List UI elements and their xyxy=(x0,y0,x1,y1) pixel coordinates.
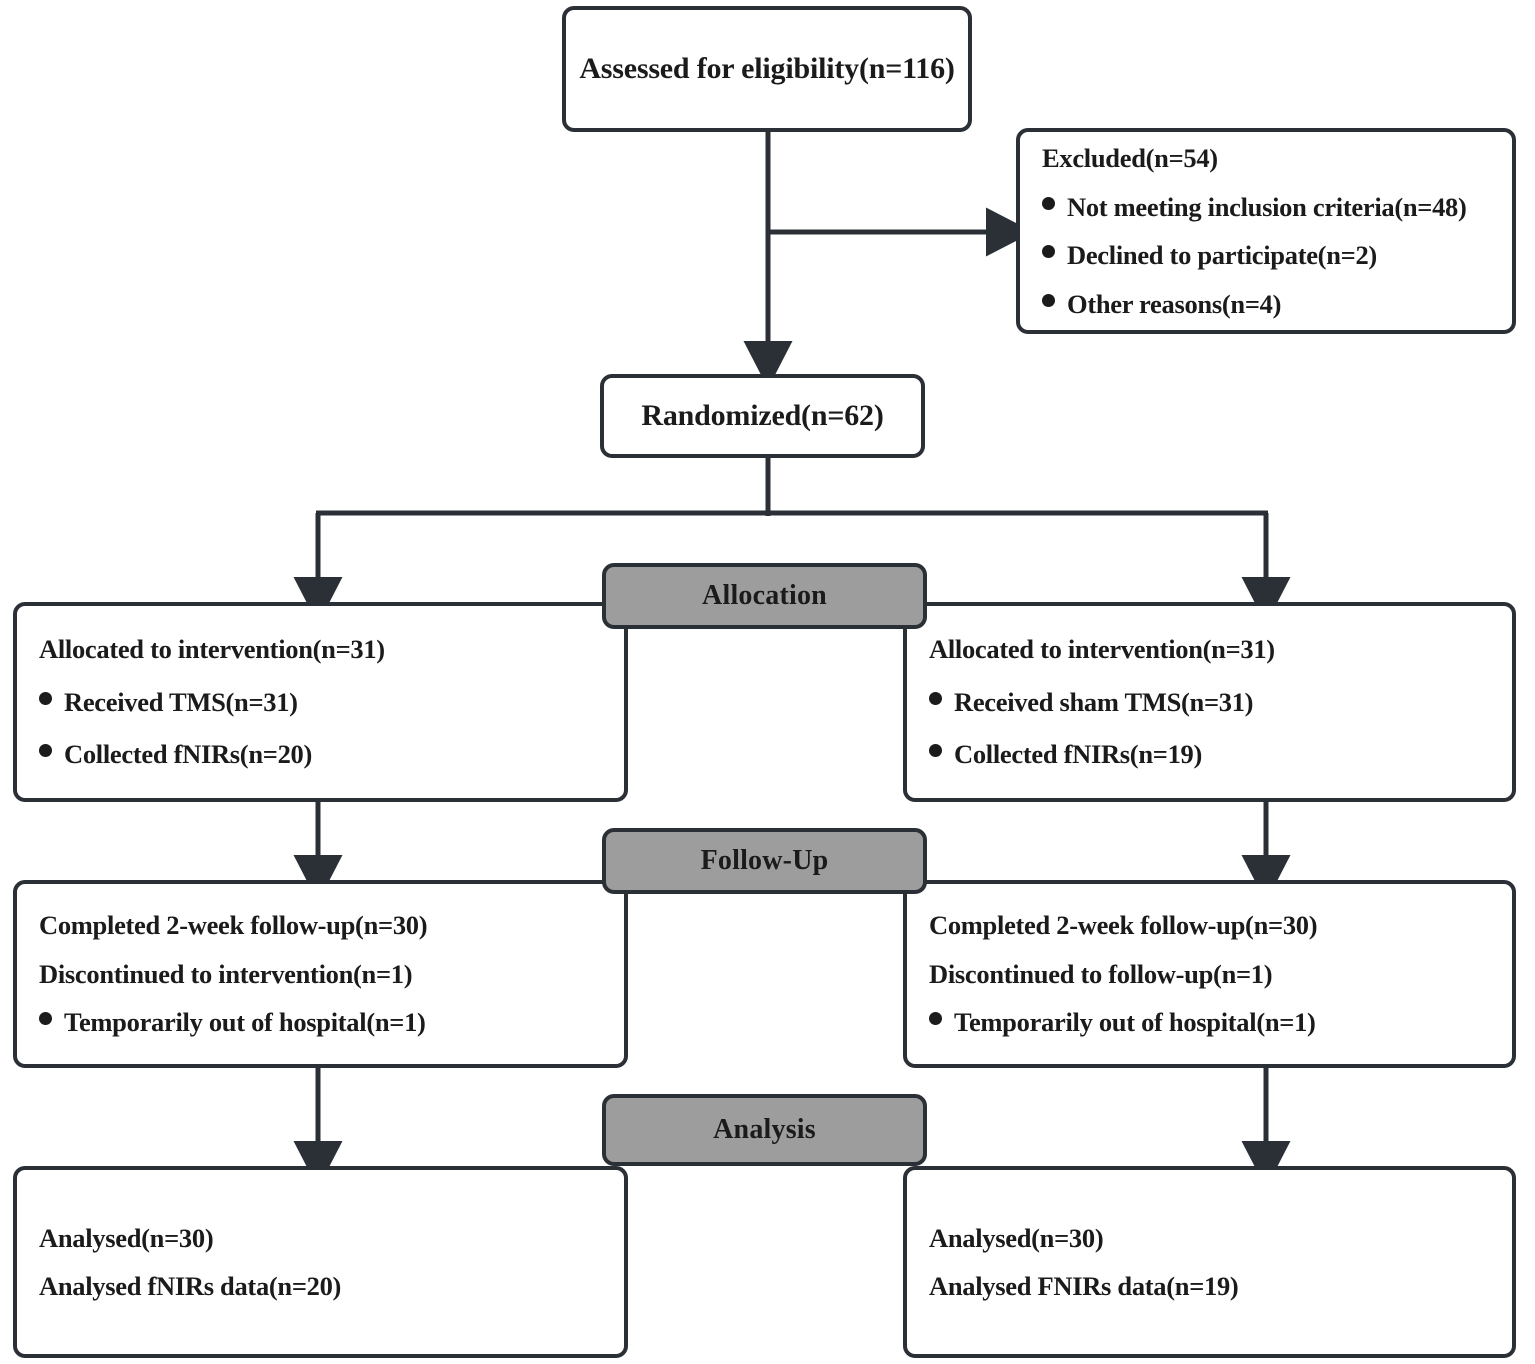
allocation-left-item: Collected fNIRs(n=20) xyxy=(17,741,624,768)
box-followup-right: Completed 2-week follow-up(n=30) Discont… xyxy=(903,880,1516,1068)
allocation-right-item: Collected fNIRs(n=19) xyxy=(907,741,1512,768)
followup-right-item-label: Temporarily out of hospital(n=1) xyxy=(954,1007,1316,1038)
allocation-left-item: Received TMS(n=31) xyxy=(17,689,624,716)
bullet-icon xyxy=(1042,245,1055,258)
excluded-reason-label: Not meeting inclusion criteria(n=48) xyxy=(1067,191,1467,222)
excluded-reason-item: Not meeting inclusion criteria(n=48) xyxy=(1020,191,1512,222)
excluded-reason-item: Other reasons(n=4) xyxy=(1020,288,1512,319)
excluded-title: Excluded(n=54) xyxy=(1042,143,1218,173)
analysis-right-line1: Analysed(n=30) xyxy=(929,1222,1104,1253)
box-assessed-for-eligibility: Assessed for eligibility(n=116) xyxy=(562,6,972,132)
excluded-reason-label: Other reasons(n=4) xyxy=(1067,288,1282,319)
box-allocation-left: Allocated to intervention(n=31) Received… xyxy=(13,602,628,802)
excluded-reason-label: Declined to participate(n=2) xyxy=(1067,240,1377,270)
bullet-icon xyxy=(929,691,942,705)
followup-right-line2: Discontinued to follow-up(n=1) xyxy=(929,958,1273,989)
excluded-reason-item: Declined to participate(n=2) xyxy=(1020,242,1512,269)
allocation-right-item: Received sham TMS(n=31) xyxy=(907,689,1512,716)
stage-band-analysis: Analysis xyxy=(602,1094,927,1166)
followup-left-item-label: Temporarily out of hospital(n=1) xyxy=(64,1007,426,1038)
allocation-left-title: Allocated to intervention(n=31) xyxy=(39,634,385,665)
bullet-icon xyxy=(929,744,942,758)
analysis-left-line1: Analysed(n=30) xyxy=(39,1222,214,1253)
allocation-right-item-label: Received sham TMS(n=31) xyxy=(954,686,1254,717)
stage-band-allocation: Allocation xyxy=(602,563,927,629)
bullet-icon xyxy=(929,1012,942,1026)
box-excluded: Excluded(n=54) Not meeting inclusion cri… xyxy=(1016,128,1516,334)
allocation-left-item-label: Received TMS(n=31) xyxy=(64,686,298,717)
stage-label-analysis: Analysis xyxy=(713,1114,816,1145)
bullet-icon xyxy=(39,691,52,705)
assessed-label: Assessed for eligibility(n=116) xyxy=(579,52,955,85)
allocation-left-item-label: Collected fNIRs(n=20) xyxy=(64,739,312,770)
stage-label-followup: Follow-Up xyxy=(700,845,829,876)
followup-left-line1: Completed 2-week follow-up(n=30) xyxy=(39,910,428,941)
bullet-icon xyxy=(39,1012,52,1026)
box-analysis-left: Analysed(n=30) Analysed fNIRs data(n=20) xyxy=(13,1166,628,1358)
box-followup-left: Completed 2-week follow-up(n=30) Discont… xyxy=(13,880,628,1068)
analysis-right-line2: Analysed FNIRs data(n=19) xyxy=(929,1271,1239,1301)
bullet-icon xyxy=(39,744,52,758)
followup-left-line2: Discontinued to intervention(n=1) xyxy=(39,958,413,989)
stage-band-followup: Follow-Up xyxy=(602,828,927,894)
box-allocation-right: Allocated to intervention(n=31) Received… xyxy=(903,602,1516,802)
stage-label-allocation: Allocation xyxy=(702,580,827,611)
box-randomized: Randomized(n=62) xyxy=(600,374,925,458)
followup-right-item: Temporarily out of hospital(n=1) xyxy=(907,1009,1512,1036)
bullet-icon xyxy=(1042,196,1055,210)
followup-right-line1: Completed 2-week follow-up(n=30) xyxy=(929,910,1318,941)
allocation-right-item-label: Collected fNIRs(n=19) xyxy=(954,739,1202,770)
followup-left-item: Temporarily out of hospital(n=1) xyxy=(17,1009,624,1036)
box-analysis-right: Analysed(n=30) Analysed FNIRs data(n=19) xyxy=(903,1166,1516,1358)
analysis-left-line2: Analysed fNIRs data(n=20) xyxy=(39,1271,342,1301)
bullet-icon xyxy=(1042,293,1055,307)
allocation-right-title: Allocated to intervention(n=31) xyxy=(929,634,1275,665)
randomized-label: Randomized(n=62) xyxy=(641,399,884,432)
